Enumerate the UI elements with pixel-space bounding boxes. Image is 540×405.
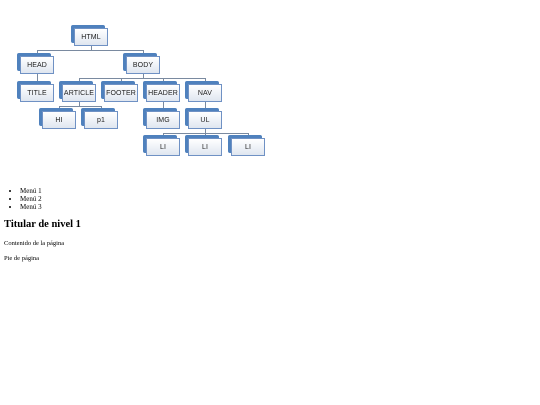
tree-node-li3: LI [231, 138, 265, 156]
tree-connector [91, 46, 92, 50]
tree-connector [205, 102, 206, 106]
tree-node-head: HEAD [20, 56, 54, 74]
tree-connector [37, 74, 38, 78]
menu-item: Menú 3 [20, 203, 42, 211]
tree-node-article: ARTICLE [62, 84, 96, 102]
tree-node-nav: NAV [188, 84, 222, 102]
tree-node-body: BODY [126, 56, 160, 74]
tree-connector [79, 102, 80, 106]
menu-item: Menú 1 [20, 187, 42, 195]
tree-node-html: HTML [74, 28, 108, 46]
tree-node-title: TITLE [20, 84, 54, 102]
tree-connector [143, 74, 144, 78]
tree-node-h1: HI [42, 111, 76, 129]
tree-connector [163, 133, 249, 134]
tree-node-header: HEADER [146, 84, 180, 102]
page-footer: Pie de página [4, 255, 40, 262]
tree-connector [59, 106, 102, 107]
menu-item: Menú 2 [20, 195, 42, 203]
tree-node-p1: p1 [84, 111, 118, 129]
tree-node-footer: FOOTER [104, 84, 138, 102]
tree-connector [79, 78, 206, 79]
tree-node-li2: LI [188, 138, 222, 156]
tree-connector [163, 102, 164, 106]
tree-connector [37, 50, 144, 51]
dom-tree-diagram: HTML HEAD BODY TITLE ARTICLE FOOTER HEADER NAV H… [0, 0, 280, 170]
tree-connector [205, 129, 206, 133]
page-content: Contenido de la página [4, 240, 65, 247]
menu-list: Menú 1 Menú 2 Menú 3 [0, 187, 42, 211]
page-title: Titular de nivel 1 [4, 219, 81, 230]
tree-node-li1: LI [146, 138, 180, 156]
tree-node-ul: UL [188, 111, 222, 129]
tree-node-img: IMG [146, 111, 180, 129]
